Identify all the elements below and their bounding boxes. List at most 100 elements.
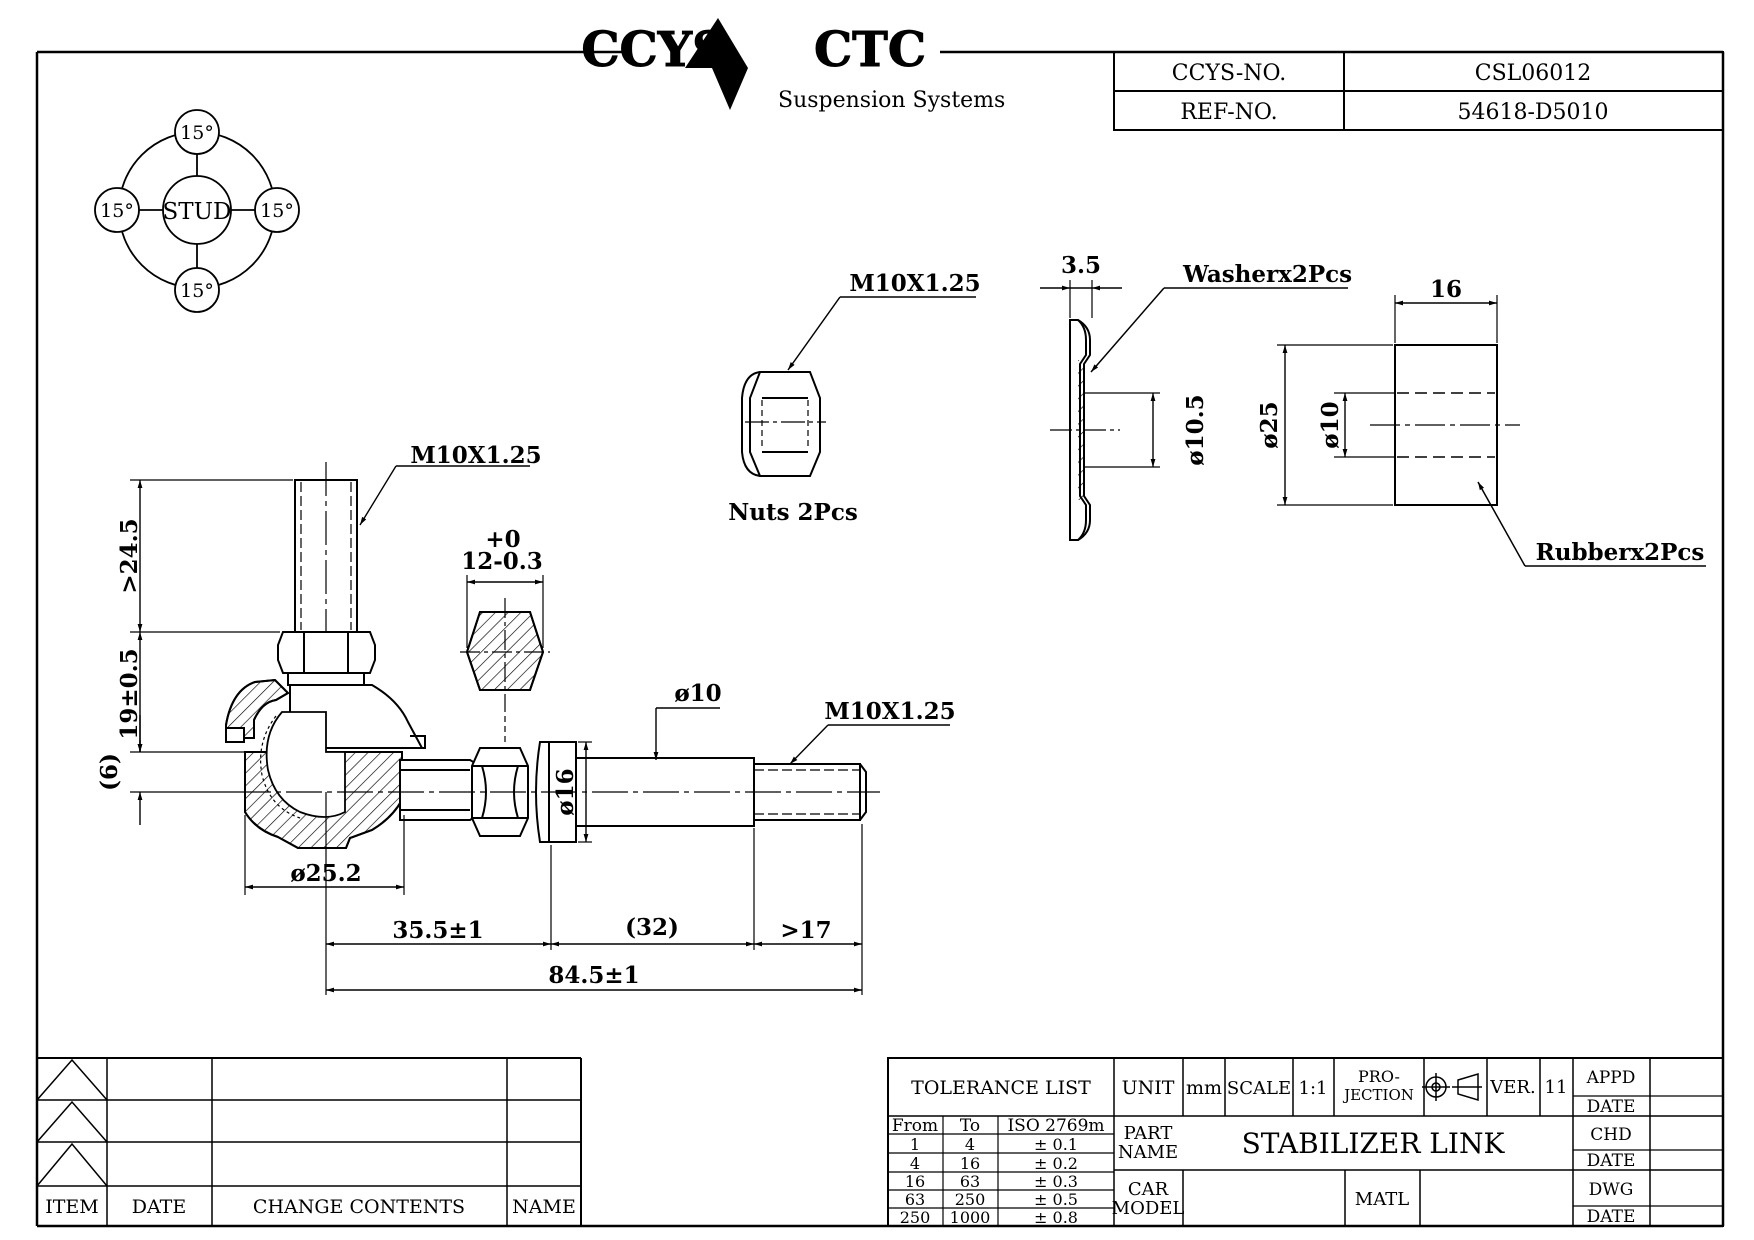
dim-shaft: (32) bbox=[625, 914, 679, 941]
part-name-label-1: PART bbox=[1124, 1123, 1173, 1144]
rubber-length: 16 bbox=[1430, 276, 1462, 303]
nut-view bbox=[741, 371, 826, 477]
appd-label: APPD bbox=[1586, 1068, 1636, 1088]
tolerance-cell: 63 bbox=[960, 1172, 980, 1191]
ball-diameter-label: ø25.2 bbox=[290, 860, 361, 887]
revision-table-headers: ITEM DATE CHANGE CONTENTS NAME bbox=[45, 1196, 576, 1218]
date-label: DATE bbox=[1587, 1207, 1636, 1227]
stud-thread-label: M10X1.25 bbox=[410, 442, 541, 469]
stud-angle-bottom: 15° bbox=[180, 280, 214, 302]
tolerance-cell: ± 0.2 bbox=[1034, 1154, 1078, 1173]
revision-header-name: NAME bbox=[512, 1196, 576, 1218]
ref-no-value: 54618-D5010 bbox=[1457, 100, 1608, 125]
tolerance-cell: 250 bbox=[955, 1190, 986, 1209]
stud-angle-top: 15° bbox=[180, 122, 214, 144]
tolerance-cell: 1000 bbox=[950, 1208, 991, 1227]
tolerance-cell: ± 0.3 bbox=[1034, 1172, 1078, 1191]
washer-bore: ø10.5 bbox=[1182, 394, 1209, 465]
car-model-label-2: MODEL bbox=[1112, 1198, 1185, 1219]
main-dimension-labels: M10X1.25 >24.5 19±0.5 (6) ø25.2 +0 12-0.… bbox=[96, 442, 956, 989]
title-block-text: TOLERANCE LIST From To ISO 2769m 1 4 ± 0… bbox=[892, 1067, 1636, 1227]
ccys-no-value: CSL06012 bbox=[1475, 61, 1592, 86]
nut-caption: Nuts 2Pcs bbox=[728, 499, 858, 526]
nut-thread-label: M10X1.25 bbox=[849, 270, 980, 297]
part-number-table: CCYS-NO. CSL06012 REF-NO. 54618-D5010 bbox=[1113, 51, 1724, 131]
revision-header-item: ITEM bbox=[45, 1196, 99, 1218]
brand-logo: CCYS CTC Suspension Systems bbox=[581, 18, 1005, 113]
tolerance-cell: 1 bbox=[910, 1135, 920, 1154]
tolerance-cell: ± 0.5 bbox=[1034, 1190, 1078, 1209]
tolerance-cell: ± 0.8 bbox=[1034, 1208, 1078, 1227]
main-dimensions bbox=[130, 465, 950, 995]
unit-value: mm bbox=[1186, 1077, 1222, 1099]
scale-value: 1:1 bbox=[1299, 1078, 1328, 1099]
rubber-inner-diameter: ø10 bbox=[1317, 401, 1344, 448]
washer-thickness: 3.5 bbox=[1061, 252, 1101, 279]
stud-angle-right: 15° bbox=[260, 200, 294, 222]
tolerance-cell: 4 bbox=[965, 1135, 975, 1154]
offset-label: (6) bbox=[96, 753, 123, 791]
ref-no-label: REF-NO. bbox=[1180, 100, 1277, 125]
ver-value: 11 bbox=[1545, 1077, 1568, 1098]
chd-label: CHD bbox=[1590, 1125, 1631, 1145]
hex-size-label: 12-0.3 bbox=[461, 548, 543, 575]
unit-label: UNIT bbox=[1122, 1077, 1175, 1099]
dwg-label: DWG bbox=[1589, 1180, 1634, 1200]
brand-tagline: Suspension Systems bbox=[778, 88, 1005, 113]
washer-labels: 3.5 Washerx2Pcs ø10.5 bbox=[1061, 252, 1352, 466]
tolerance-header-to: To bbox=[960, 1116, 980, 1136]
tolerance-cell: 4 bbox=[910, 1154, 920, 1173]
revision-triangle-icon bbox=[36, 1100, 108, 1143]
matl-label: MATL bbox=[1355, 1189, 1409, 1210]
tolerance-header-from: From bbox=[892, 1116, 938, 1136]
revision-triangle-icon bbox=[36, 1142, 108, 1187]
date-label: DATE bbox=[1587, 1151, 1636, 1171]
stud-angle-diagram bbox=[94, 109, 300, 313]
rubber-label: Rubberx2Pcs bbox=[1536, 539, 1705, 566]
housing-height-label: 19±0.5 bbox=[116, 648, 143, 739]
tolerance-cell: 16 bbox=[960, 1154, 980, 1173]
rubber-labels: 16 ø25 ø10 Rubberx2Pcs bbox=[1256, 276, 1704, 566]
part-name-label-2: NAME bbox=[1118, 1142, 1178, 1163]
title-block bbox=[887, 1057, 1724, 1227]
end-thread-label: M10X1.25 bbox=[824, 698, 955, 725]
ccys-no-label: CCYS-NO. bbox=[1172, 61, 1287, 86]
collar-diameter-label: ø16 bbox=[552, 768, 579, 815]
revision-header-date: DATE bbox=[132, 1196, 186, 1218]
logo-left-text: CCYS bbox=[581, 22, 726, 78]
part-name-value: STABILIZER LINK bbox=[1242, 1127, 1506, 1160]
date-label: DATE bbox=[1587, 1097, 1636, 1117]
projection-label-2: JECTION bbox=[1342, 1086, 1414, 1104]
hex-section bbox=[460, 575, 550, 745]
ver-label: VER. bbox=[1489, 1077, 1535, 1098]
projection-label-1: PRO- bbox=[1358, 1067, 1400, 1086]
dim-thread-end: >17 bbox=[780, 917, 831, 944]
tolerance-header-iso: ISO 2769m bbox=[1007, 1116, 1104, 1136]
washer-view bbox=[1040, 280, 1348, 541]
tolerance-cell: 16 bbox=[905, 1172, 925, 1191]
logo-right-text: CTC bbox=[814, 22, 926, 78]
washer-label: Washerx2Pcs bbox=[1182, 261, 1352, 288]
stud-length-label: >24.5 bbox=[116, 518, 143, 593]
rubber-outer-diameter: ø25 bbox=[1256, 401, 1283, 448]
revision-triangle-icon bbox=[36, 1058, 108, 1101]
stud-center-label: STUD bbox=[163, 199, 232, 225]
revision-table bbox=[36, 1057, 582, 1226]
dim-center-to-collar: 35.5±1 bbox=[392, 917, 483, 944]
stud-angle-labels: STUD 15° 15° 15° 15° bbox=[100, 122, 294, 302]
stabilizer-link-assembly bbox=[130, 462, 880, 849]
hex-tolerance-label: +0 bbox=[485, 526, 520, 553]
logo-triangle-icon bbox=[685, 18, 748, 68]
tolerance-cell: 250 bbox=[900, 1208, 931, 1227]
tolerance-cell: 63 bbox=[905, 1190, 925, 1209]
tolerance-cell: ± 0.1 bbox=[1034, 1135, 1078, 1154]
stud-angle-left: 15° bbox=[100, 200, 134, 222]
projection-symbol-icon bbox=[1422, 1072, 1482, 1102]
nut-callouts: M10X1.25 Nuts 2Pcs bbox=[728, 270, 980, 526]
tolerance-title: TOLERANCE LIST bbox=[911, 1077, 1091, 1099]
rubber-view bbox=[1277, 295, 1706, 567]
scale-label: SCALE bbox=[1227, 1078, 1291, 1099]
revision-header-change: CHANGE CONTENTS bbox=[253, 1196, 465, 1218]
car-model-label-1: CAR bbox=[1128, 1179, 1169, 1200]
